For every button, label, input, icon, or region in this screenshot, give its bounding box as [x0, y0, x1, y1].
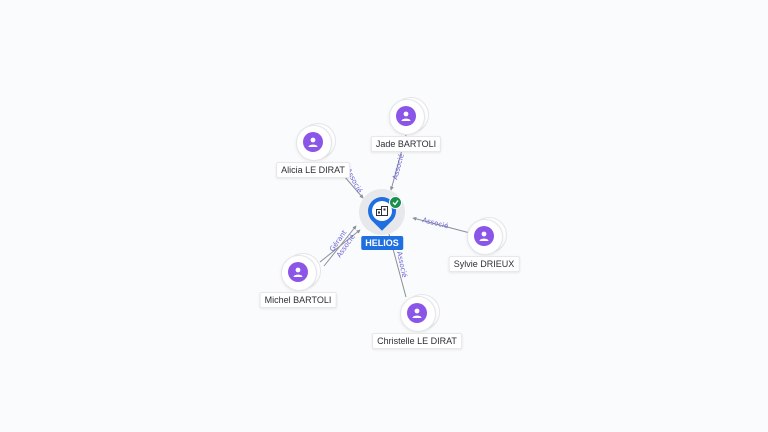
- user-icon: [396, 106, 416, 126]
- check-icon: [389, 196, 402, 209]
- person-name[interactable]: Alicia LE DIRAT: [276, 162, 350, 178]
- user-icon: [288, 262, 308, 282]
- person-name[interactable]: Sylvie DRIEUX: [448, 256, 520, 272]
- user-icon: [474, 226, 494, 246]
- user-icon: [303, 132, 323, 152]
- person-name[interactable]: Michel BARTOLI: [259, 292, 337, 308]
- user-icon: [407, 303, 427, 323]
- person-name[interactable]: Christelle LE DIRAT: [372, 333, 462, 349]
- person-name[interactable]: Jade BARTOLI: [370, 136, 442, 152]
- edge-sylvie: [412, 216, 471, 234]
- edge-label-jade: Associé: [391, 153, 406, 181]
- edge-michel-2: [323, 225, 357, 267]
- edge-label-sylvie: Associé: [422, 216, 450, 230]
- company-name-label[interactable]: HELIOS: [361, 236, 403, 250]
- building-icon: [372, 201, 392, 221]
